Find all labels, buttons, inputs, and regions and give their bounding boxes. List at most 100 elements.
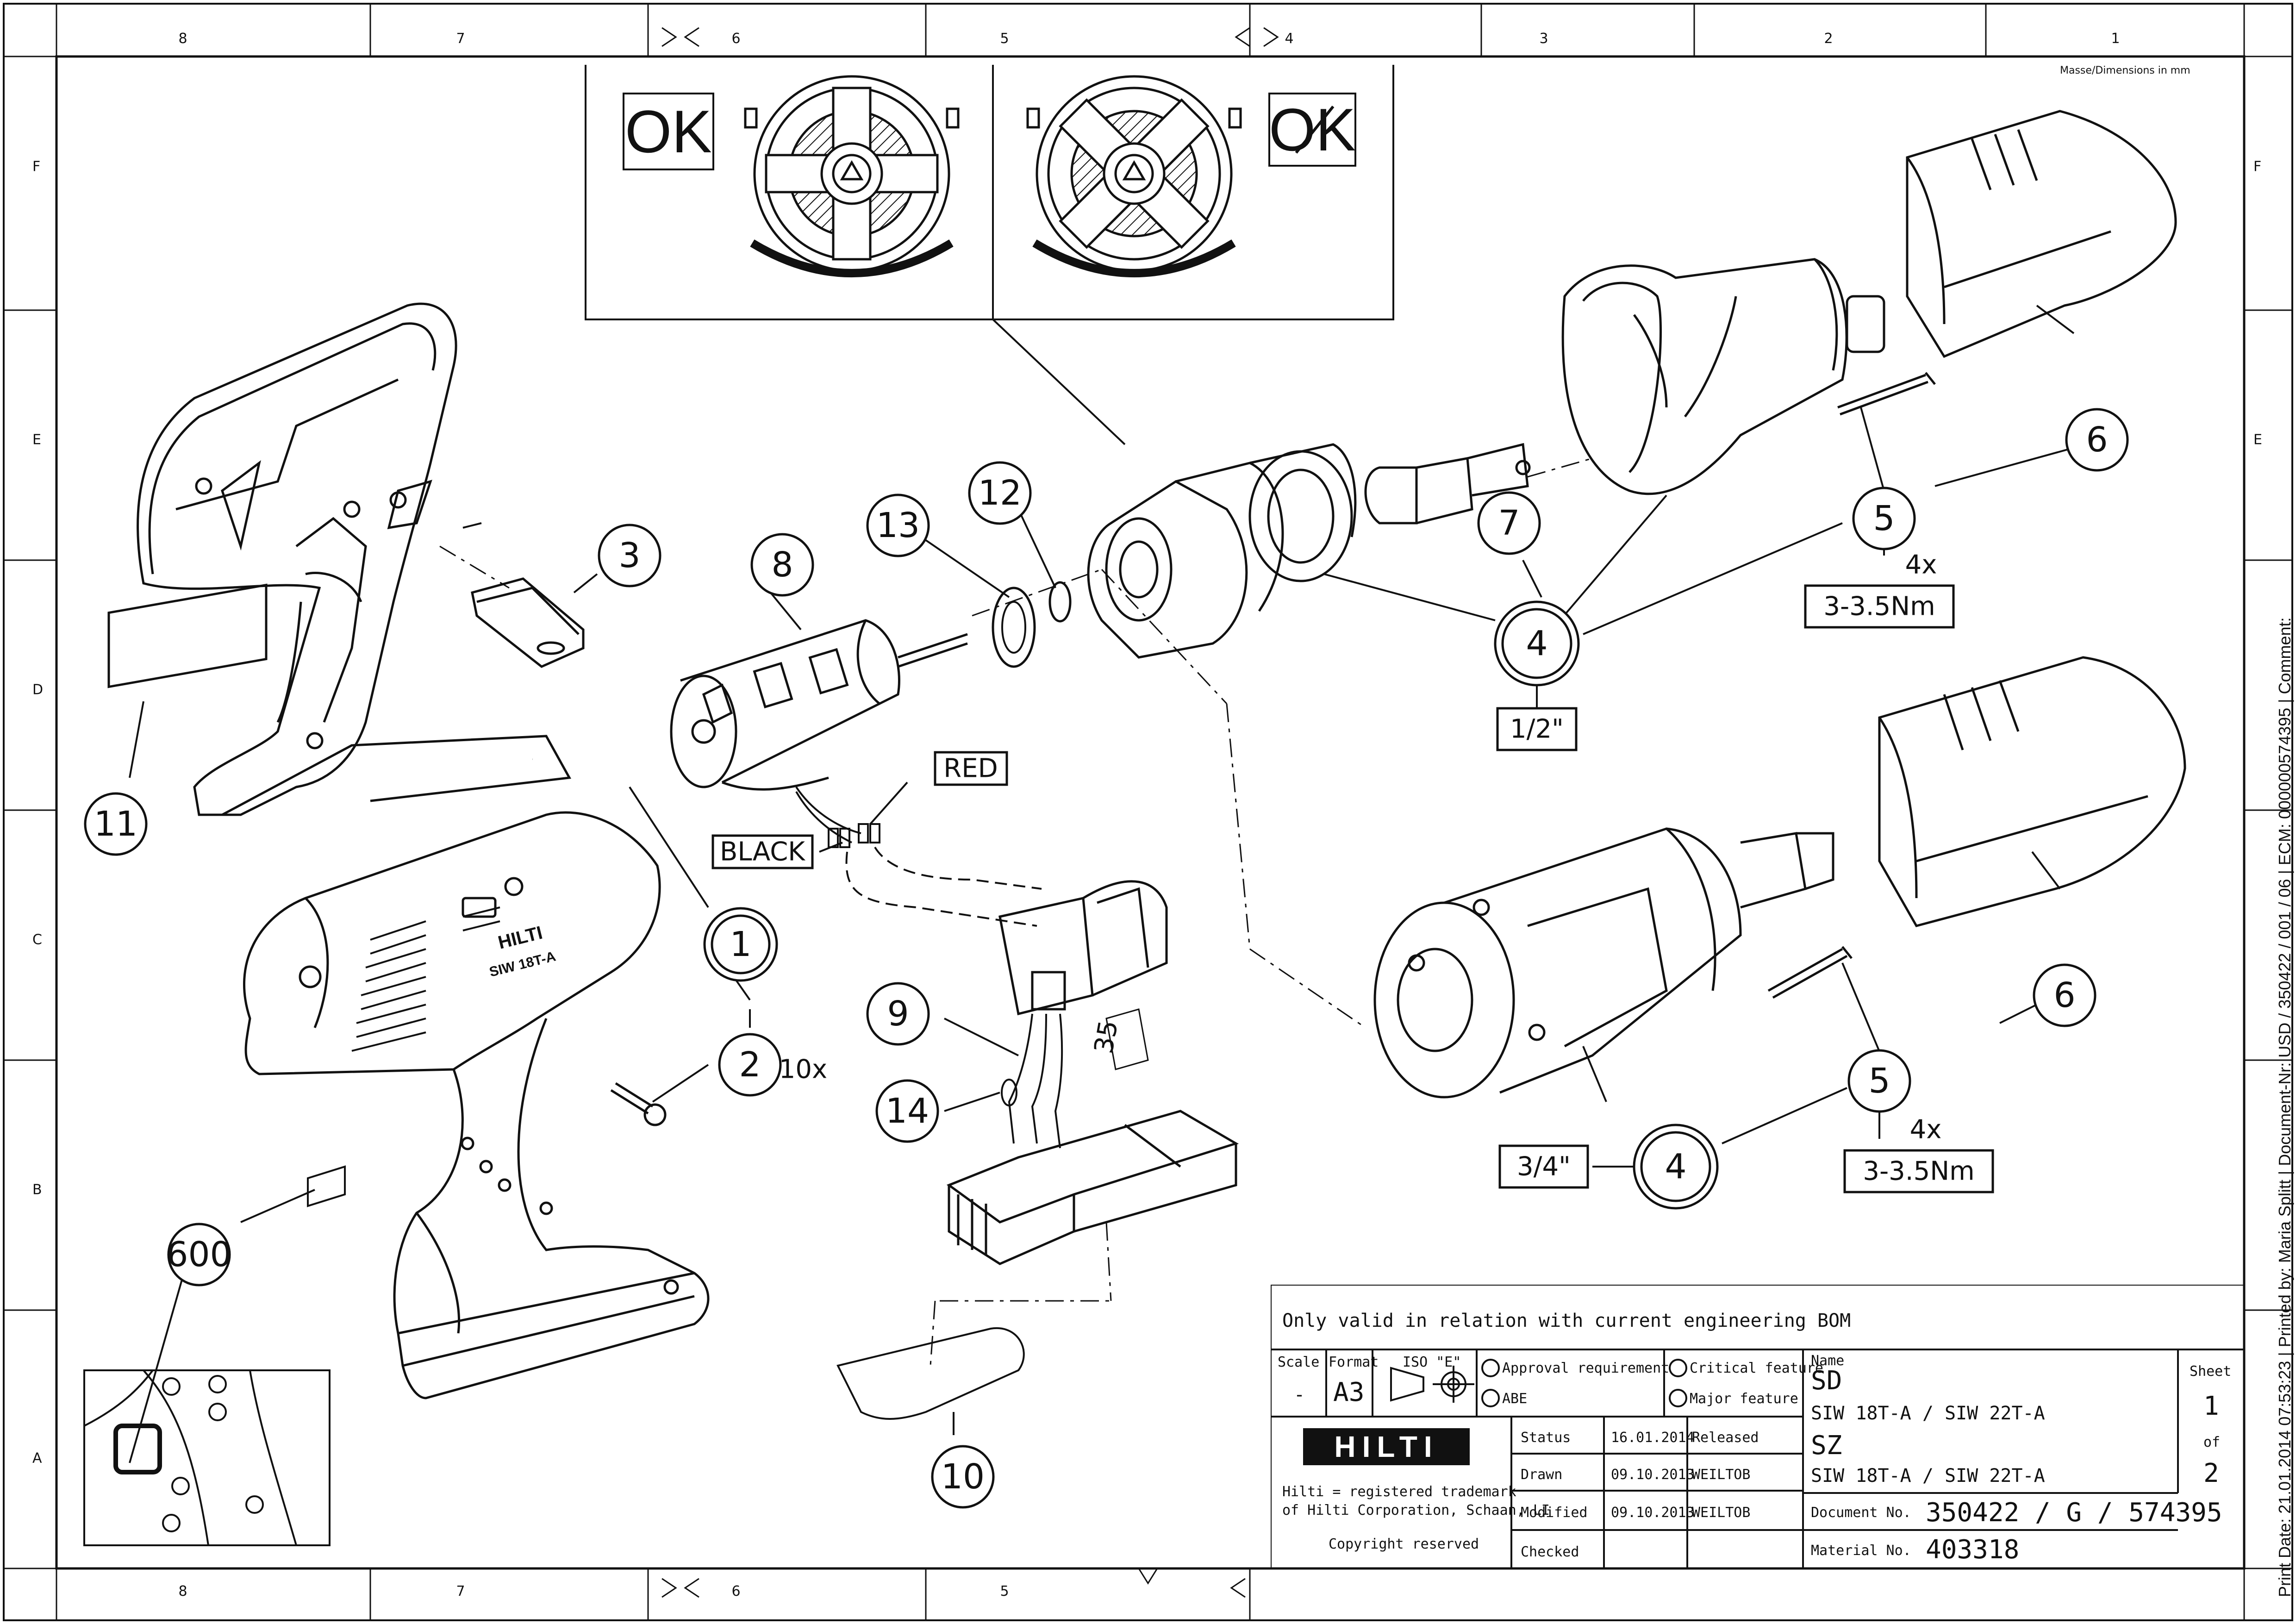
material-no: 403318 [1926,1535,2020,1565]
status-value: Released [1692,1430,1759,1446]
major-feature: Major feature [1690,1391,1798,1407]
callout-10-num: 10 [941,1457,985,1497]
zone-row-e-right: E [2253,431,2262,448]
part-14-harness [1001,1013,1063,1149]
part-10-label [836,1327,1025,1420]
status-date: 16.01.2014 [1611,1430,1695,1446]
material-no-label: Material No. [1811,1543,1911,1559]
gear-face-ok [744,75,960,277]
drawn-date: 09.10.2013 [1611,1467,1695,1483]
part-8-motor [670,619,968,791]
part-13-washer [992,587,1036,668]
detail-inset [83,1369,331,1546]
qty-10x-text: 10x [779,1055,827,1085]
not-ok-label: OK [1268,93,1356,167]
part-12-oring [1048,581,1072,623]
callout-5a-num: 5 [1873,499,1895,538]
callout-1-num: 1 [730,924,751,964]
zone-col-5-bottom: 5 [1000,1583,1009,1599]
housing-half-right [243,811,710,1399]
name-label: Name [1811,1353,1845,1369]
part-9-switch [998,880,1168,1016]
motor-wires [795,786,1042,927]
scale-header: Scale [1278,1354,1320,1370]
torque-box-a [1804,584,1955,629]
wire-black-text: BLACK [720,837,805,867]
wire-red-box [934,751,1008,786]
centering-marks [661,27,1279,1598]
callout-numbers: 1 2 3 4 4 5 5 6 6 7 8 9 10 11 12 13 14 6… [94,420,2108,1497]
drive-box-half [1496,707,1578,751]
callout-4b-num: 4 [1665,1147,1686,1187]
zone-col-7-bottom: 7 [456,1583,465,1599]
modified-by: WEILTOB [1692,1505,1751,1521]
dim-line-35 [1105,1008,1149,1070]
copyright: Copyright reserved [1329,1536,1479,1552]
gear-face-not-ok [1026,75,1242,277]
callout-600-num: 600 [166,1235,231,1274]
callout-600 [167,1223,231,1287]
leader-lines [129,305,2075,1463]
dimensions-note: Masse/Dimensions in mm [2060,65,2190,76]
callout-7 [1477,491,1541,555]
gearbox-ring [1087,443,1357,659]
callout-1 [703,907,778,982]
torque-box-b [1843,1149,1994,1193]
not-ok-label-box: OK [1268,93,1356,167]
housing-model-text: SIW 18T-A [488,949,557,980]
sz-code: SZ [1811,1430,1842,1461]
callout-4a [1494,600,1580,687]
document-no-label: Document No. [1811,1505,1911,1521]
zone-row-e: E [32,431,41,448]
callout-2-num: 2 [739,1045,761,1085]
callout-11 [84,792,148,856]
ok-label: OK [623,93,714,170]
sd-code: SD [1811,1366,1842,1396]
part-13-washer-inner [1001,601,1026,654]
zone-col-6-bottom: 6 [731,1583,741,1599]
modified-label: Modified [1521,1505,1588,1521]
status-label: Status [1521,1430,1571,1446]
part-11-label [107,583,268,688]
title-block-frame [1271,1285,2244,1568]
callout-14 [875,1079,939,1143]
hilti-logo: HILTI [1303,1428,1470,1465]
sheet-total: 2 [2203,1458,2219,1488]
callout-6a [2065,408,2129,472]
iso-header: ISO "E" [1403,1354,1461,1370]
sd-name: SIW 18T-A / SIW 22T-A [1811,1403,2045,1424]
drawn-label: Drawn [1521,1467,1563,1483]
callout-14-num: 14 [886,1091,929,1131]
drive-three-quarter-text: 3/4" [1517,1152,1571,1182]
callout-10 [931,1445,995,1509]
wire-black-box [711,834,814,869]
zone-col-8-top: 8 [178,31,187,47]
dim-35-text: 35 [1089,1018,1124,1056]
zone-col-8-bottom: 8 [178,1583,187,1599]
callout-6b [2033,963,2096,1027]
format-value: A3 [1333,1377,1365,1407]
zone-row-d: D [32,681,44,698]
qty-4x-b-text: 4x [1910,1115,1942,1145]
qty-4x-a-text: 4x [1905,550,1937,580]
zone-grid [4,4,2292,1620]
zone-row-f: F [32,158,41,175]
inset-panel [585,65,1394,445]
part-600-label [307,1165,346,1207]
part-4-front-housing-half-inch [1561,258,1885,495]
outer-frame [3,3,2293,1621]
drive-half-text: 1/2" [1510,714,1564,744]
checked-label: Checked [1521,1544,1579,1560]
zone-col-1-top: 1 [2111,31,2120,47]
callout-4b [1633,1124,1719,1210]
drawn-by: WEILTOB [1692,1467,1751,1483]
zone-row-f-right: F [2253,158,2262,175]
callout-5b [1847,1049,1911,1113]
housing-brand-text: HILTI [496,923,545,953]
sheet-value: 1 [2203,1391,2219,1421]
part-5-screw-lower [1767,946,1853,999]
sheet-label: Sheet [2190,1363,2232,1380]
callout-13-num: 13 [876,506,920,545]
battery-connector [946,1110,1239,1265]
